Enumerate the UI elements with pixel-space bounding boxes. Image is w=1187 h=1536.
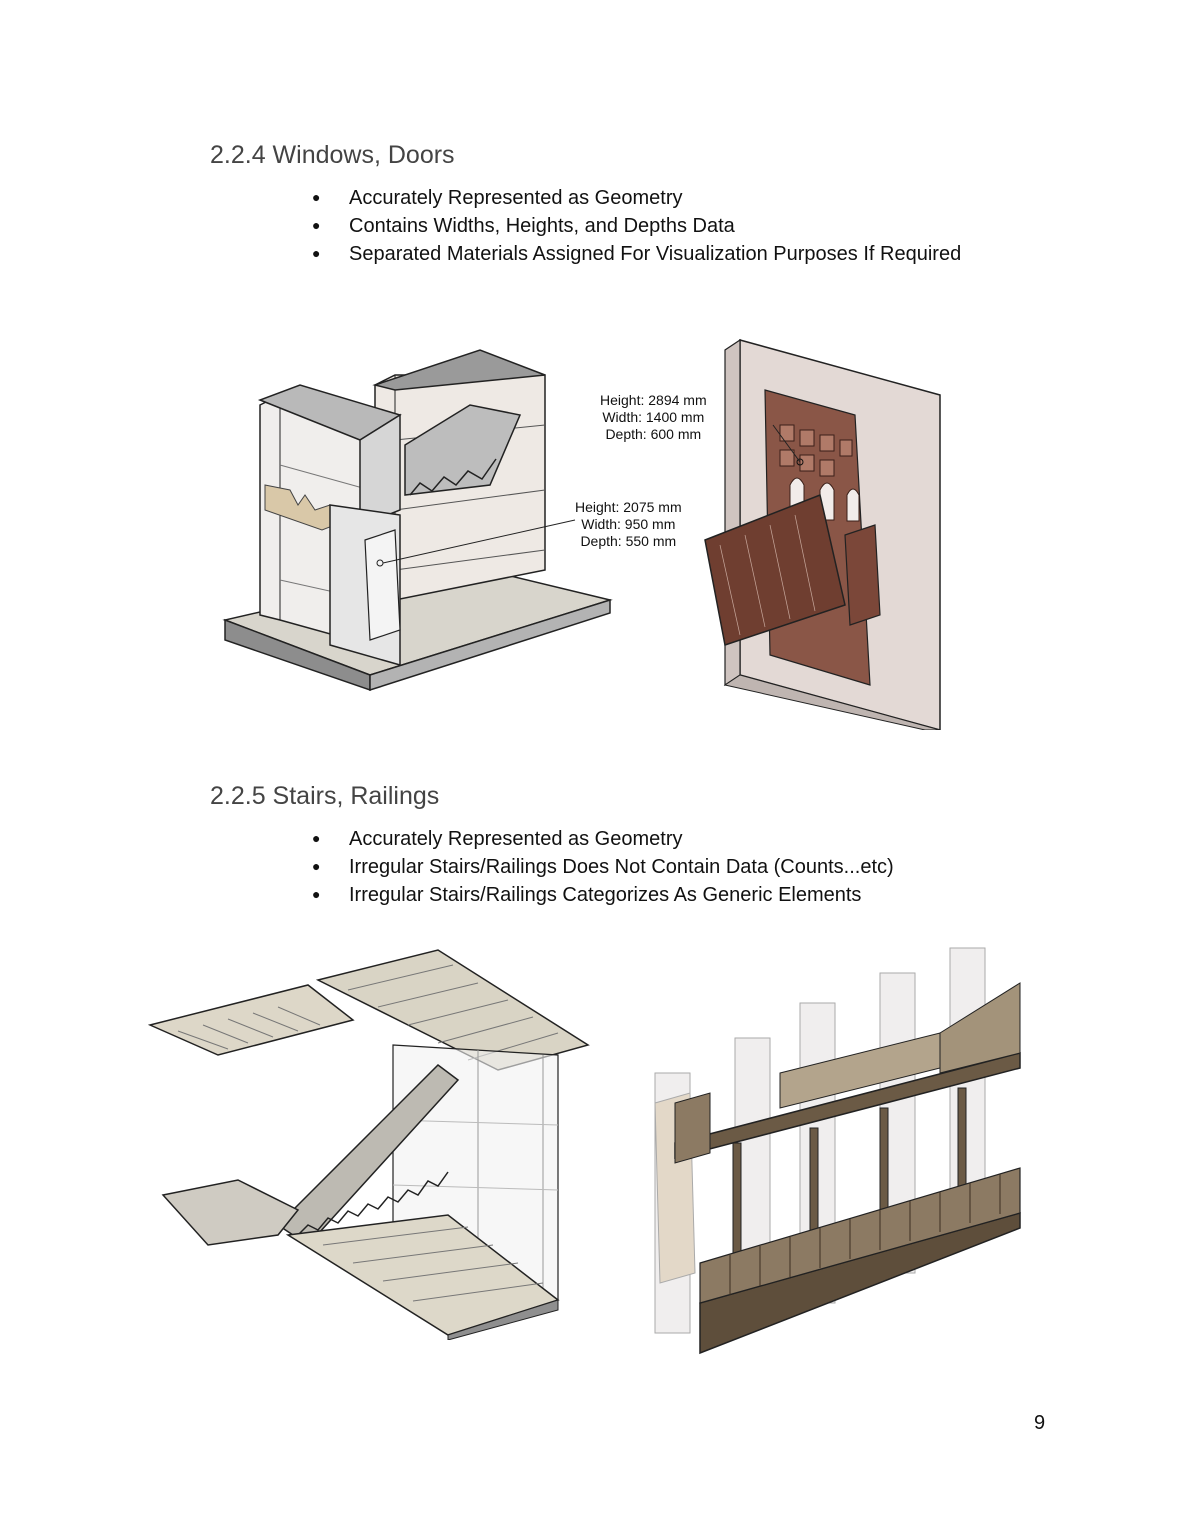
door-width-label: Width: 950 mm: [581, 516, 676, 532]
bullet-item: ●Accurately Represented as Geometry: [312, 824, 894, 852]
door-building-illustration: [220, 345, 620, 695]
bullet-item: ●Irregular Stairs/Railings Categorizes A…: [312, 880, 894, 908]
bullet-icon: ●: [312, 886, 321, 902]
bullet-item: ●Irregular Stairs/Railings Does Not Cont…: [312, 852, 894, 880]
window-dimension-annotation: Height: 2894 mm Width: 1400 mm Depth: 60…: [600, 392, 707, 443]
bullet-icon: ●: [312, 217, 321, 233]
bullet-icon: ●: [312, 189, 321, 205]
bullet-item: ●Contains Widths, Heights, and Depths Da…: [312, 211, 961, 239]
bullet-list-stairs-railings: ●Accurately Represented as Geometry ●Irr…: [312, 824, 894, 908]
window-width-label: Width: 1400 mm: [602, 409, 705, 425]
bullet-icon: ●: [312, 858, 321, 874]
bullet-list-windows-doors: ●Accurately Represented as Geometry ●Con…: [312, 183, 961, 267]
railings-illustration: [640, 943, 1025, 1355]
bullet-icon: ●: [312, 245, 321, 261]
window-balcony-illustration: [695, 335, 945, 730]
window-height-label: Height: 2894 mm: [600, 392, 707, 408]
door-dimension-annotation: Height: 2075 mm Width: 950 mm Depth: 550…: [575, 499, 682, 550]
page-number: 9: [1034, 1412, 1046, 1434]
staircase-illustration: [148, 945, 593, 1340]
door-height-label: Height: 2075 mm: [575, 499, 682, 515]
bullet-item: ●Accurately Represented as Geometry: [312, 183, 961, 211]
door-depth-label: Depth: 550 mm: [580, 533, 677, 549]
bullet-icon: ●: [312, 830, 321, 846]
section-heading-windows-doors: 2.2.4 Windows, Doors: [210, 141, 455, 169]
window-depth-label: Depth: 600 mm: [605, 426, 702, 442]
section-heading-stairs-railings: 2.2.5 Stairs, Railings: [210, 782, 440, 810]
bullet-item: ●Separated Materials Assigned For Visual…: [312, 239, 961, 267]
